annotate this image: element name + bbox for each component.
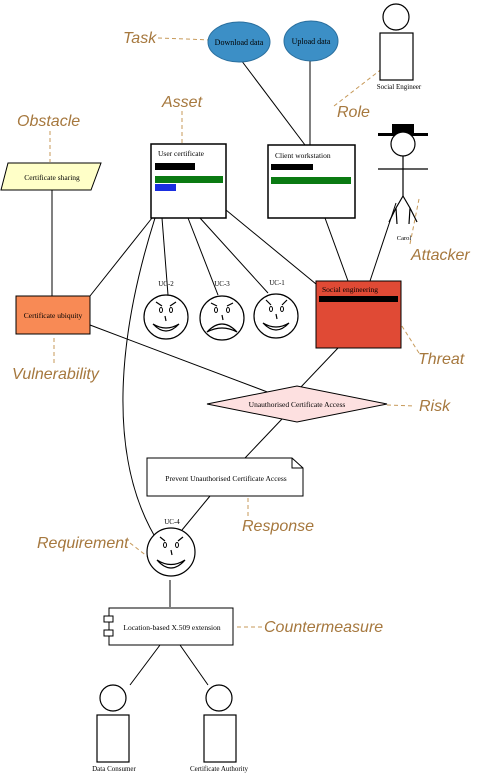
edge-usercert-social — [225, 209, 317, 285]
risk-unauthorised-access[interactable]: Unauthorised Certificate Access — [206, 385, 388, 423]
annotation-requirement: Requirement — [37, 535, 129, 552]
use-case-uc3[interactable]: UC-3 — [199, 280, 245, 341]
annotation-role: Role — [337, 104, 370, 121]
annotation-attacker: Attacker — [410, 247, 470, 264]
edge-usercert-uc3 — [187, 217, 219, 296]
annotation-response: Response — [242, 518, 314, 535]
edge-usercert-uc4 — [122, 217, 161, 546]
carol-label: Carol — [397, 235, 412, 242]
countermeasure-location-extension[interactable]: Location-based X.509 extension — [103, 607, 234, 646]
annotation-obstacle: Obstacle — [17, 113, 80, 130]
role-certificate-authority[interactable]: Certificate Authority — [190, 684, 249, 773]
edge-download-workstation — [237, 55, 306, 146]
annotation-task: Task — [123, 30, 157, 47]
uc3-label: UC-3 — [214, 280, 230, 288]
use-case-uc4[interactable]: UC-4 — [146, 518, 196, 577]
use-case-uc1[interactable]: UC-1 — [253, 279, 299, 339]
role-social-engineer[interactable]: Social Engineer — [377, 3, 422, 91]
countermeasure-label: Location-based X.509 extension — [123, 623, 221, 632]
asset-user-certificate-label: User certificate — [158, 149, 205, 158]
edges — [51, 55, 397, 686]
edge-usercert-uc2 — [161, 217, 169, 296]
annotation-vulnerability: Vulnerability — [12, 366, 100, 383]
annotation-asset: Asset — [161, 94, 203, 111]
vulnerability-label: Certificate ubiquity — [24, 311, 83, 320]
data-consumer-label: Data Consumer — [92, 765, 136, 773]
risk-label: Unauthorised Certificate Access — [249, 400, 346, 409]
obstacle-label: Certificate sharing — [24, 173, 80, 182]
edge-ubiquity-risk — [89, 324, 271, 394]
edge-risk-response — [244, 418, 283, 459]
edge-response-uc4 — [181, 495, 211, 531]
response-prevent-access[interactable]: Prevent Unauthorised Certificate Access — [146, 457, 304, 497]
annotation-risk: Risk — [419, 398, 451, 415]
threat-label: Social engineering — [322, 285, 378, 294]
edge-usercert-uc1 — [199, 217, 269, 294]
annotation-countermeasure: Countermeasure — [264, 619, 383, 636]
edge-extension-authority — [179, 644, 209, 686]
edge-usercert-ubiquity — [89, 217, 153, 297]
uc1-label: UC-1 — [269, 279, 285, 287]
annotation-threat: Threat — [418, 351, 465, 368]
role-data-consumer[interactable]: Data Consumer — [92, 684, 137, 773]
top-hat-icon — [392, 124, 414, 134]
use-case-uc2[interactable]: UC-2 — [143, 280, 189, 340]
task-download-label: Download data — [215, 38, 264, 47]
task-upload-data[interactable]: Upload data — [283, 20, 339, 62]
asset-user-certificate[interactable]: User certificate — [150, 143, 227, 219]
social-engineer-label: Social Engineer — [377, 83, 422, 91]
threat-social-engineering[interactable]: Social engineering — [315, 280, 402, 349]
certificate-authority-label: Certificate Authority — [190, 765, 249, 773]
asset-client-workstation-label: Client workstation — [275, 151, 331, 160]
obstacle-certificate-sharing[interactable]: Certificate sharing — [0, 162, 102, 191]
vulnerability-certificate-ubiquity[interactable]: Certificate ubiquity — [15, 295, 91, 335]
attacker-carol[interactable]: Carol — [378, 124, 428, 242]
task-download-data[interactable]: Download data — [207, 21, 271, 63]
task-upload-label: Upload data — [292, 37, 331, 46]
uc4-label: UC-4 — [164, 518, 180, 526]
uc2-label: UC-2 — [158, 280, 174, 288]
edge-social-risk — [299, 347, 339, 389]
edge-workstation-social — [324, 217, 349, 282]
asset-client-workstation[interactable]: Client workstation — [267, 144, 356, 219]
annotations: Task Asset Obstacle Role Attacker Vulner… — [12, 30, 470, 636]
response-label: Prevent Unauthorised Certificate Access — [165, 474, 286, 483]
edge-extension-consumer — [129, 644, 161, 686]
